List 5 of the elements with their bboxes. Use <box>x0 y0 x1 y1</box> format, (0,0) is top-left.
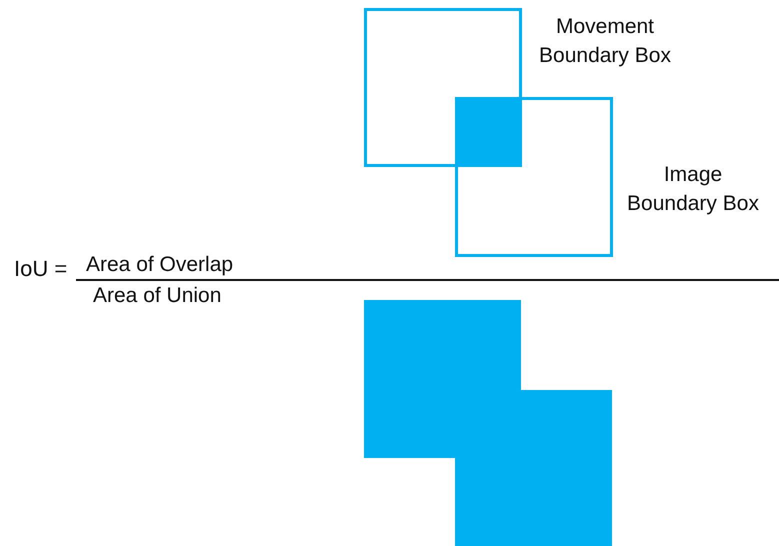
numerator-text: Area of Overlap <box>86 252 234 278</box>
denominator-text: Area of Union <box>93 283 222 309</box>
formula-label: IoU = <box>14 256 68 282</box>
box-label: Image Boundary Box <box>626 162 760 217</box>
box-label: Movement Boundary Box <box>538 14 672 69</box>
